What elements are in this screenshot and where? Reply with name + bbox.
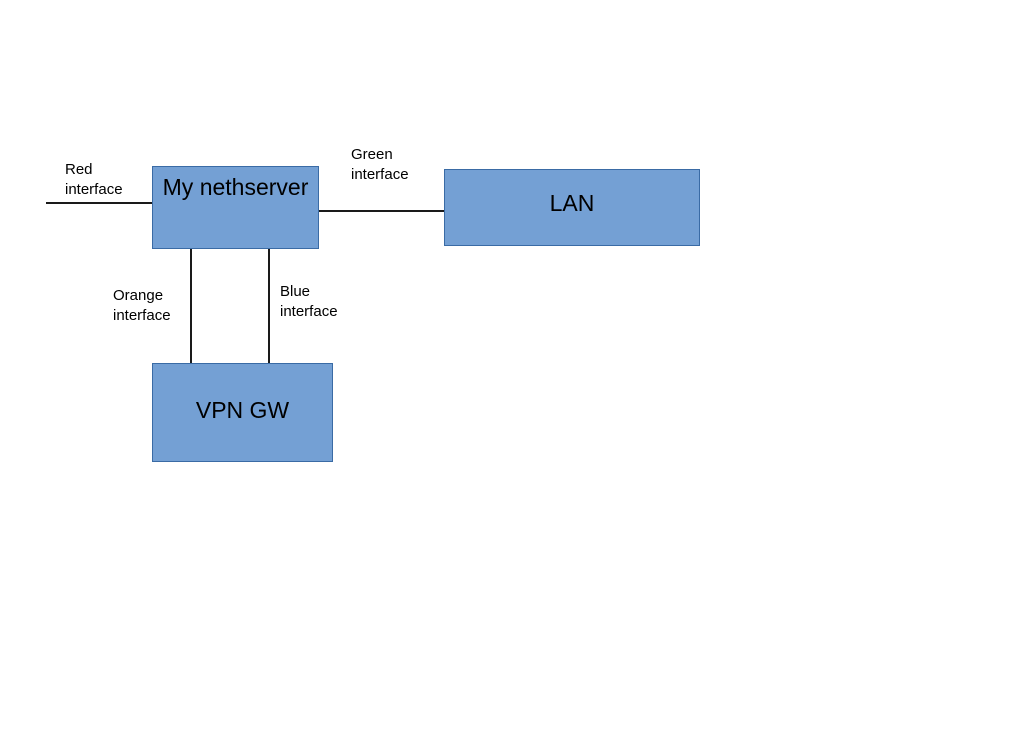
- edge-label-blue-interface: Blue interface: [280, 282, 338, 322]
- connector-orange-interface: [190, 248, 192, 364]
- edge-label-red-line1: Red: [65, 161, 93, 178]
- node-my-nethserver[interactable]: My nethserver: [152, 166, 319, 249]
- edge-label-green-line1: Green: [351, 146, 393, 163]
- edge-label-red-interface: Red interface: [65, 160, 123, 200]
- connector-green-interface: [318, 210, 445, 212]
- connector-blue-interface: [268, 248, 270, 364]
- edge-label-blue-line2: interface: [280, 303, 338, 320]
- edge-label-blue-line1: Blue: [280, 283, 311, 300]
- connector-red-interface: [46, 202, 153, 204]
- node-label-vpn-gw: VPN GW: [195, 397, 290, 423]
- edge-label-red-line2: interface: [65, 181, 123, 198]
- edge-label-green-interface: Green interface: [351, 145, 409, 185]
- node-label-lan: LAN: [549, 190, 595, 216]
- edge-label-orange-interface: Orange interface: [113, 286, 171, 326]
- edge-label-orange-line1: Orange: [113, 287, 164, 304]
- node-label-my-nethserver: My nethserver: [162, 174, 309, 200]
- node-lan[interactable]: LAN: [444, 169, 700, 246]
- edge-label-green-line2: interface: [351, 166, 409, 183]
- edge-label-orange-line2: interface: [113, 307, 171, 324]
- node-vpn-gw[interactable]: VPN GW: [152, 363, 333, 462]
